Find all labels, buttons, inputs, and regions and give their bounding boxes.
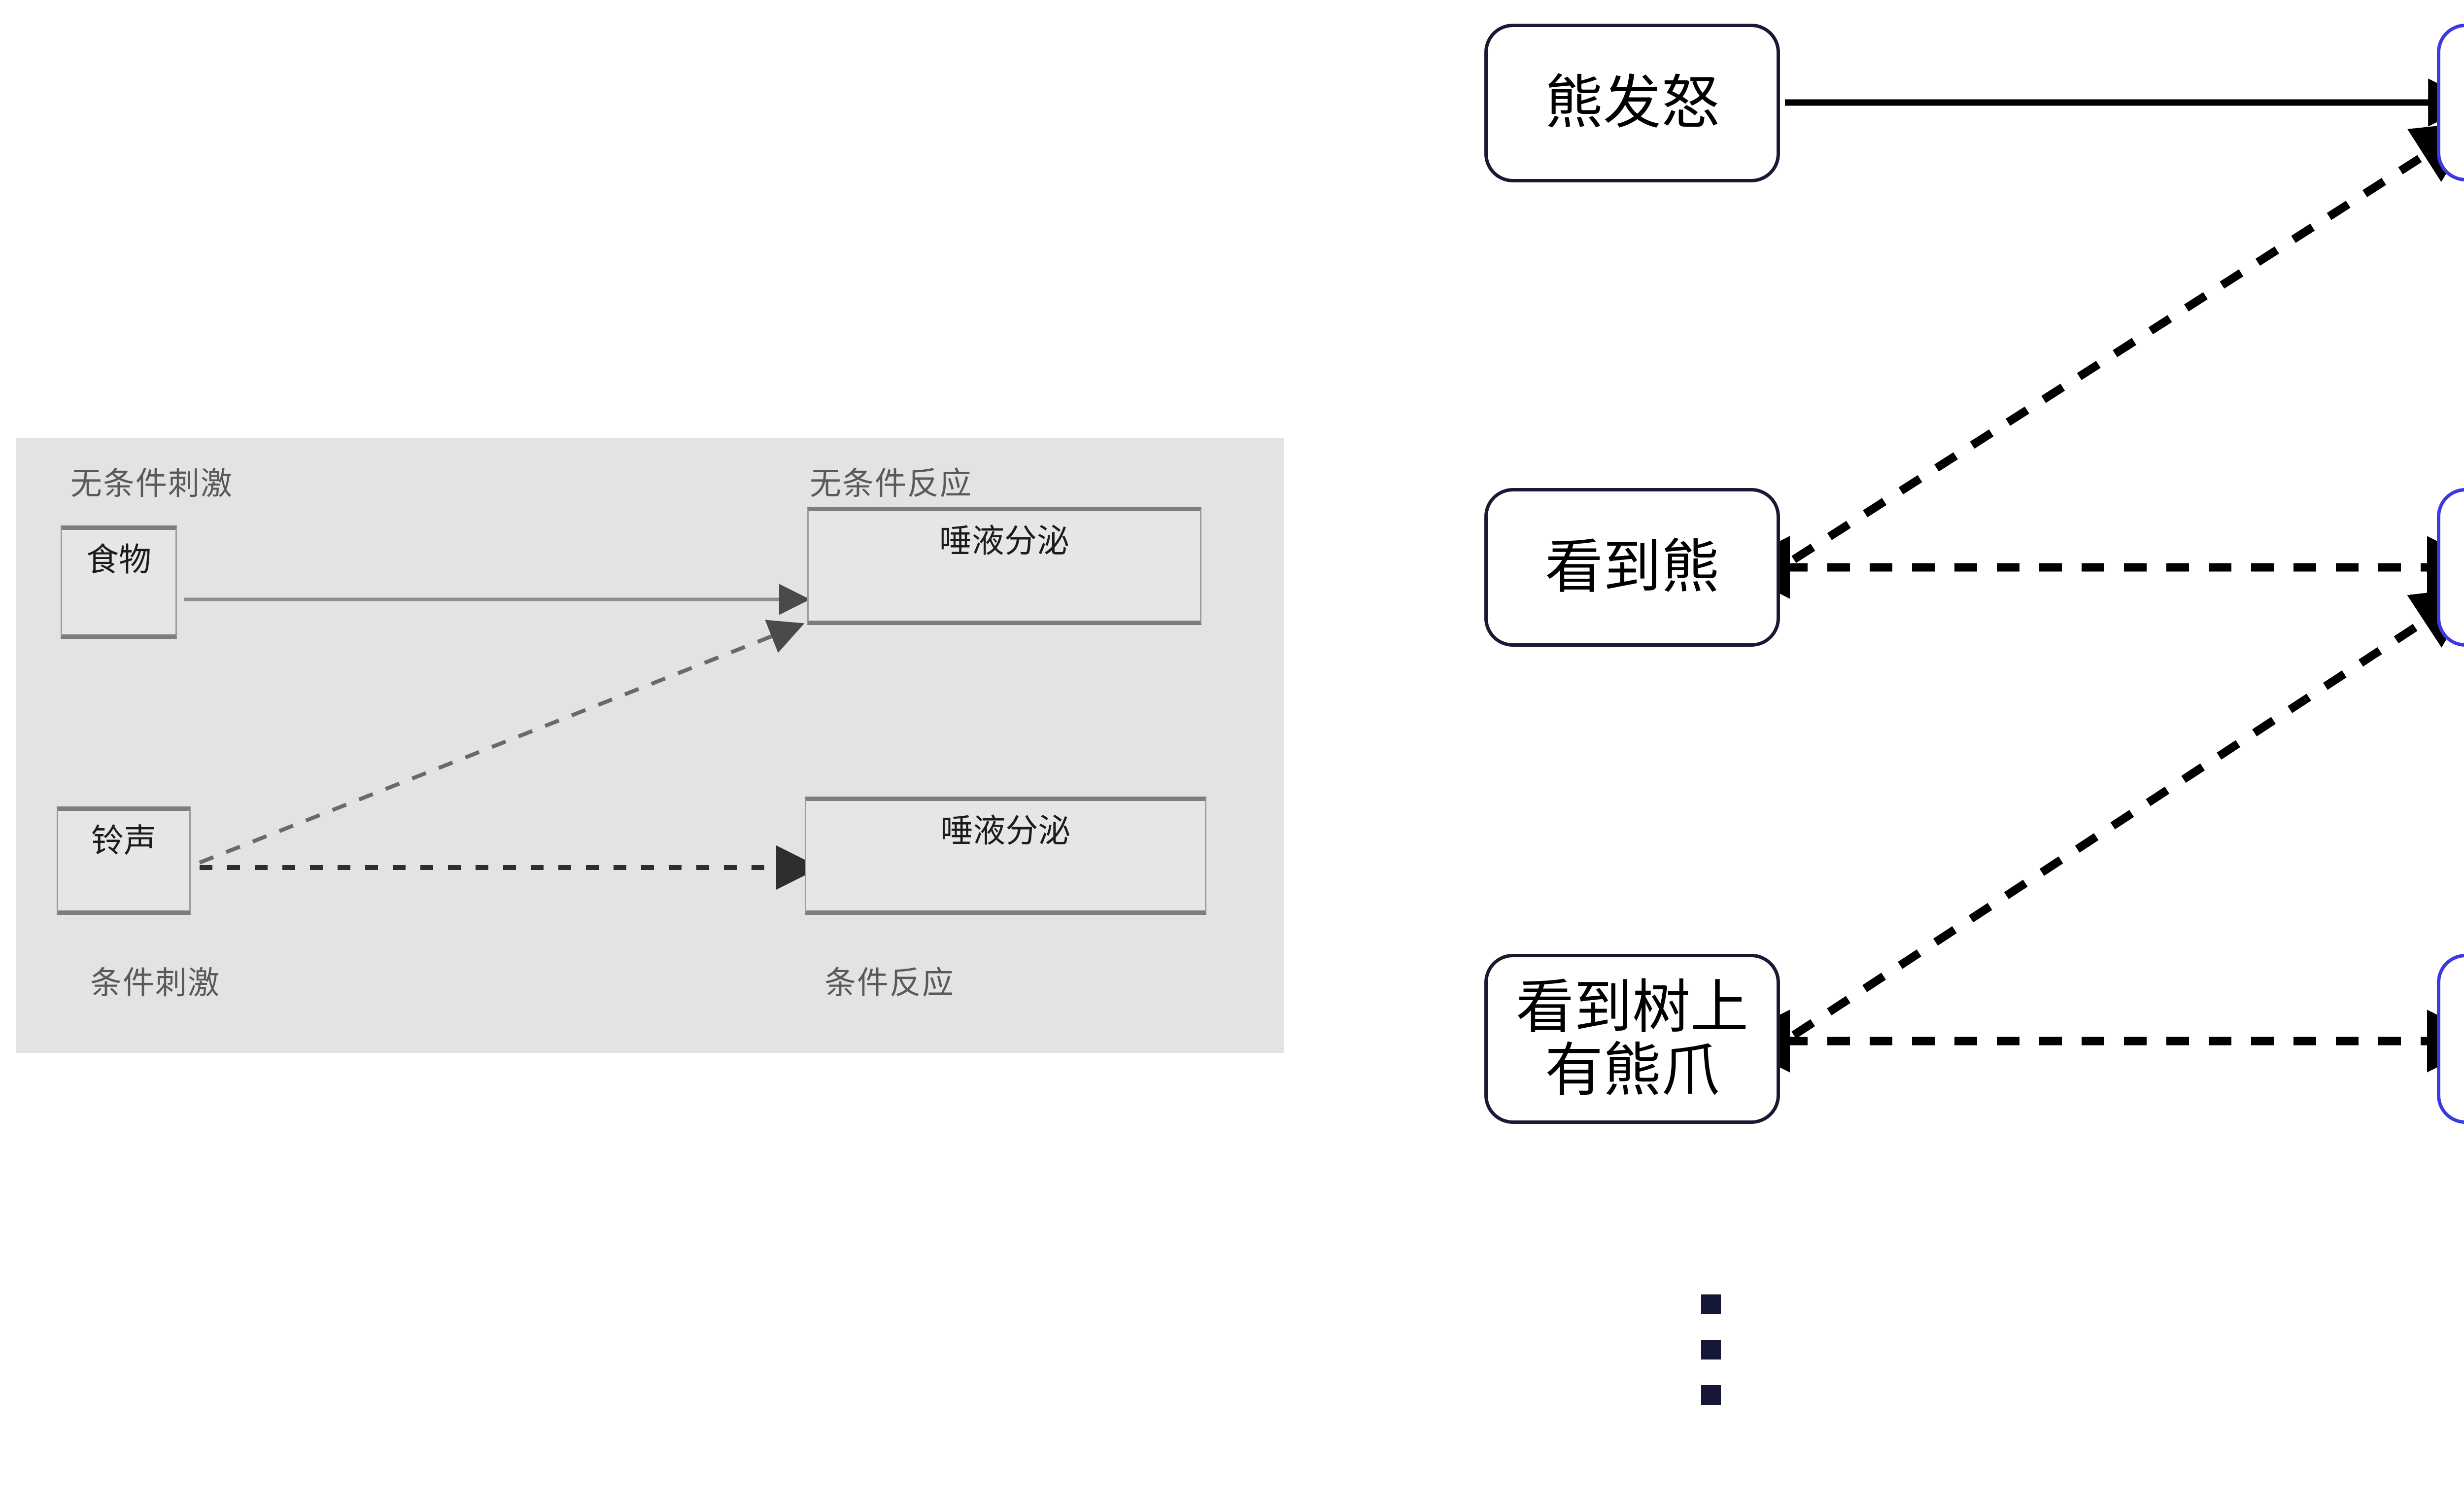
pavlov-box-saliva-top-label: 唾液分泌 [939, 522, 1069, 560]
label-unconditioned-stimulus: 无条件刺激 [70, 466, 233, 502]
pavlov-box-saliva-bottom-label: 唾液分泌 [940, 812, 1071, 850]
box-bear-angry: 熊发怒 [1484, 24, 1780, 182]
box-claw-on-tree-label: 看到树上 有熊爪 [1515, 973, 1748, 1104]
edge-see-bear-to-reward [1791, 121, 2464, 563]
label-conditioned-stimulus: 条件刺激 [90, 965, 220, 1002]
classical-conditioning-panel: 无条件刺激 无条件反应 条件刺激 条件反应 食物 铃声 唾液分泌 唾液分泌 [16, 438, 1284, 1053]
pavlov-box-bell: 铃声 [57, 806, 191, 915]
box-claw-on-tree: 看到树上 有熊爪 [1484, 954, 1780, 1124]
pavlov-box-bell-label: 铃声 [91, 822, 156, 860]
edge-claw-to-v-s-prime [1791, 587, 2464, 1039]
box-v-s-prime: V(s′) [2437, 488, 2464, 647]
ellipsis-dot [1701, 1294, 1721, 1314]
label-unconditioned-response: 无条件反应 [810, 466, 972, 502]
ellipsis-dot [1701, 1385, 1721, 1405]
pavlov-box-saliva-bottom: 唾液分泌 [805, 797, 1206, 915]
vertical-ellipsis-left [1701, 1282, 1721, 1418]
pavlov-box-saliva-top: 唾液分泌 [807, 507, 1201, 625]
ellipsis-dot [1701, 1340, 1721, 1360]
pavlov-box-food-label: 食物 [86, 541, 151, 579]
edge-bell-to-saliva-top [199, 620, 805, 865]
box-reward: 奖励 [2437, 24, 2464, 181]
pavlov-box-food: 食物 [61, 525, 177, 639]
box-see-bear-label: 看到熊 [1544, 533, 1719, 601]
pavlov-edges [184, 584, 821, 890]
td-learning-panel: 熊发怒 看到熊 看到树上 有熊爪 奖励 V(s′) V(s) [1454, 0, 2464, 1499]
box-v-s: V(s) [2437, 954, 2464, 1124]
label-conditioned-response: 条件反应 [824, 965, 955, 1002]
box-see-bear: 看到熊 [1484, 488, 1780, 647]
box-bear-angry-label: 熊发怒 [1544, 69, 1719, 137]
td-edges-and-arrow [1727, 78, 2464, 1073]
